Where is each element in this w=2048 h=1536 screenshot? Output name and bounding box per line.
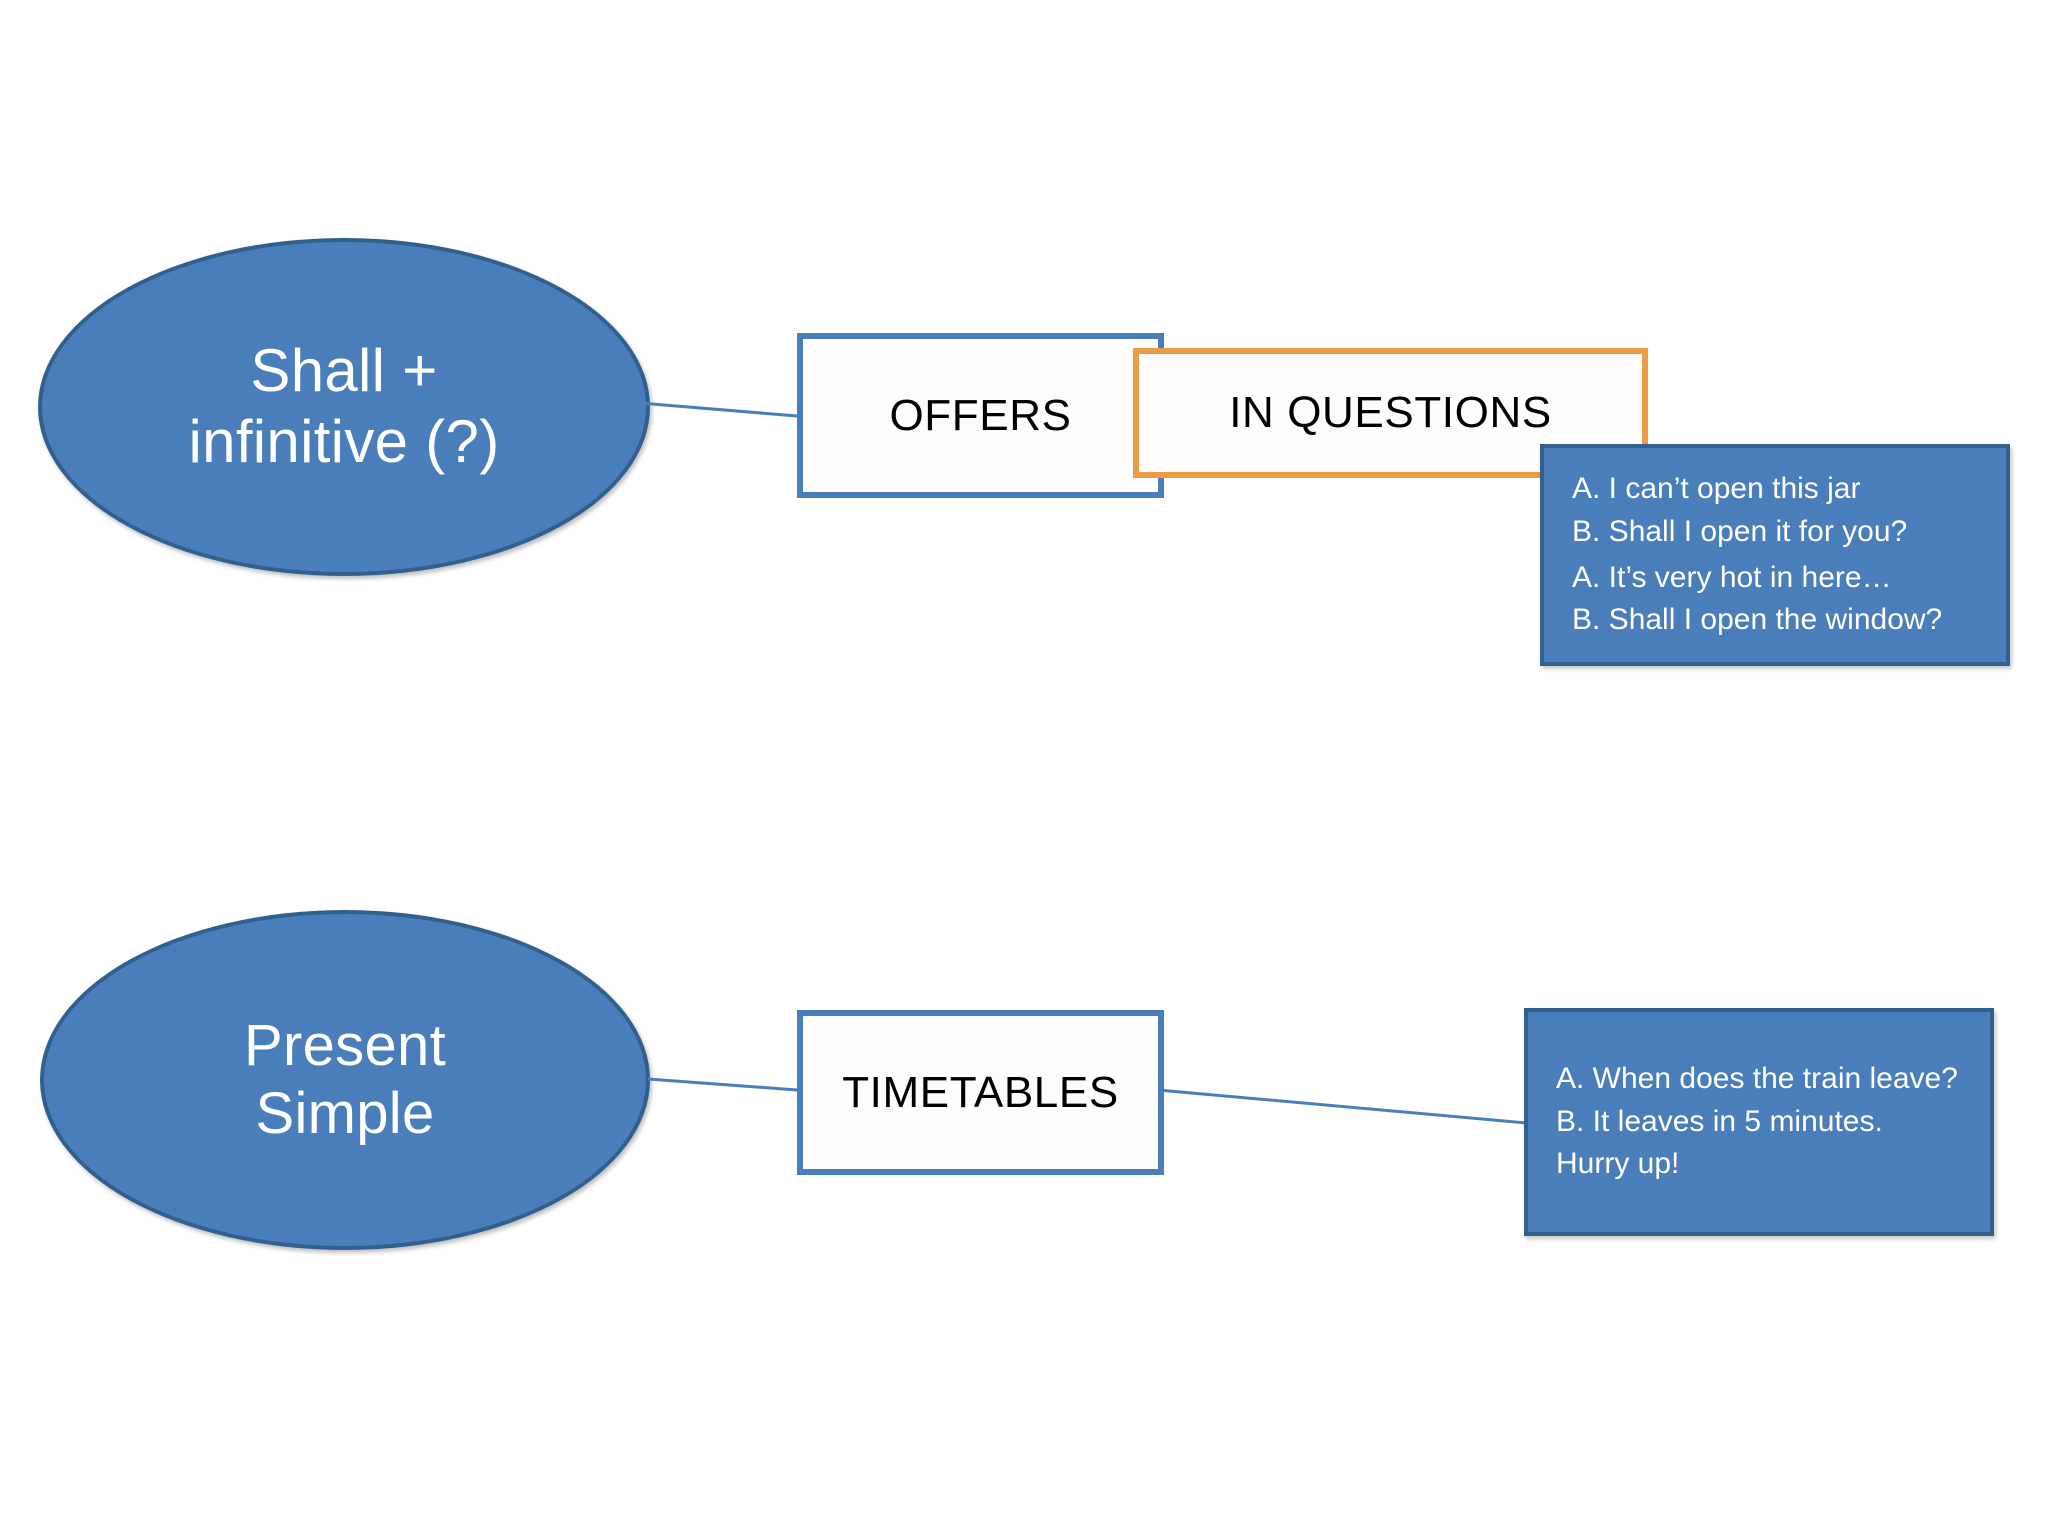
example-line: B. It leaves in 5 minutes. Hurry up! bbox=[1556, 1104, 1883, 1181]
example-line: A. When does the train leave? bbox=[1556, 1062, 1958, 1096]
category-box-timetables[interactable]: TIMETABLES bbox=[797, 1010, 1164, 1175]
topic-ellipse-shall-label: Shall + infinitive (?) bbox=[188, 337, 500, 475]
category-box-timetables-label: TIMETABLES bbox=[842, 1067, 1119, 1117]
connector-shall-to-offers bbox=[639, 401, 798, 418]
category-box-in-questions-label: IN QUESTIONS bbox=[1229, 388, 1552, 437]
connector-timetables-to-example bbox=[1157, 1088, 1528, 1125]
example-line: B. Shall I open the window? bbox=[1572, 603, 1943, 637]
example-line: A. It’s very hot in here… bbox=[1572, 560, 1892, 594]
connector-present-to-timetables bbox=[647, 1077, 798, 1092]
topic-ellipse-present-simple[interactable]: Present Simple bbox=[40, 910, 650, 1250]
example-line: A. I can’t open this jar bbox=[1572, 472, 1861, 505]
category-box-offers[interactable]: OFFERS bbox=[797, 333, 1164, 498]
category-box-offers-label: OFFERS bbox=[889, 390, 1072, 440]
example-box-present-simple[interactable]: A. When does the train leave? B. It leav… bbox=[1524, 1008, 1994, 1236]
topic-ellipse-present-simple-label: Present Simple bbox=[244, 1012, 446, 1146]
example-box-shall[interactable]: A. I can’t open this jar B. Shall I open… bbox=[1540, 444, 2010, 666]
category-box-in-questions[interactable]: IN QUESTIONS bbox=[1133, 348, 1648, 478]
topic-ellipse-shall[interactable]: Shall + infinitive (?) bbox=[38, 238, 650, 576]
example-line: B. Shall I open it for you? bbox=[1572, 514, 1908, 548]
